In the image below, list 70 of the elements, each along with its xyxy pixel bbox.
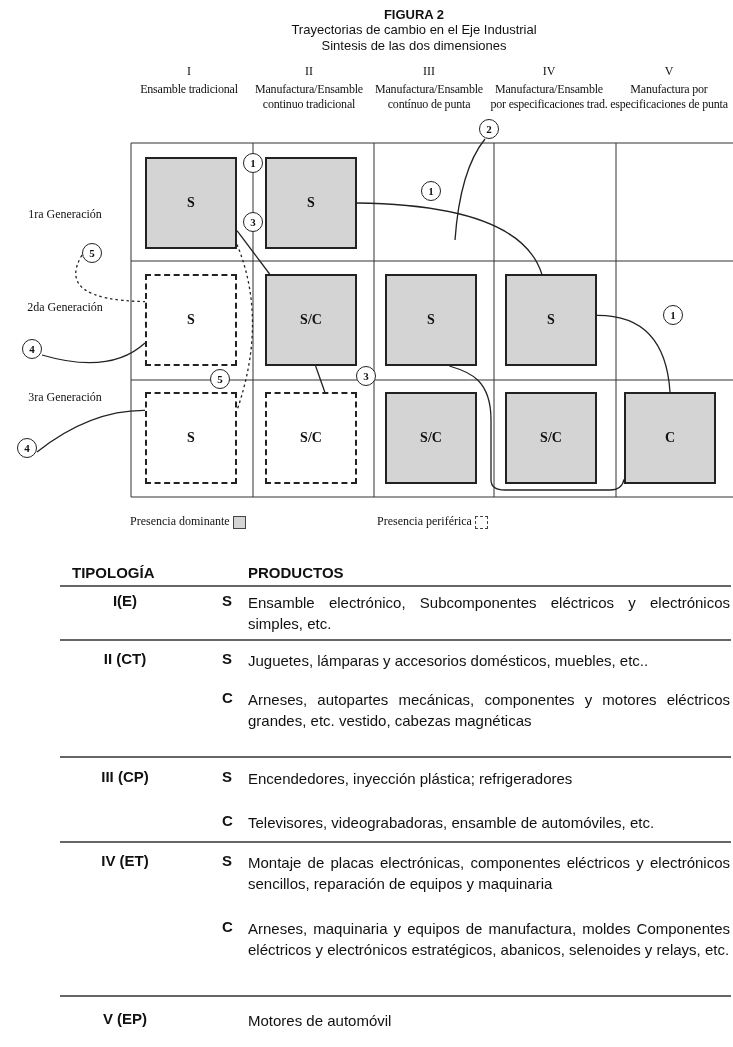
column-header: TIPOLOGÍA (72, 564, 156, 581)
circled-number: 2 (479, 119, 499, 139)
circled-number: 1 (243, 153, 263, 173)
dominant-presence-square: S/C (505, 392, 597, 484)
dominant-presence-square: S (385, 274, 477, 366)
dominant-presence-square: S (505, 274, 597, 366)
subtitle: Sintesis de las dos dimensiones (320, 38, 508, 53)
dominant-presence-square: C (624, 392, 716, 484)
subtitle: Trayectorias de cambio en el Eje Industrial (290, 22, 538, 37)
circled-number: 3 (356, 366, 376, 386)
circled-number: 3 (243, 212, 263, 232)
column-header: Manufactura/Ensamble continuo tradicional (254, 82, 364, 112)
dominant-presence-square: S (145, 157, 237, 249)
connector-line (314, 365, 326, 393)
peripheral-presence-square: S (145, 274, 237, 366)
connector-line (41, 342, 146, 364)
connector-line (356, 202, 543, 275)
circled-number: 4 (22, 339, 42, 359)
connector-line (448, 365, 625, 491)
circled-number: 5 (82, 243, 102, 263)
connector-line (454, 138, 486, 241)
product-list: Motores de automóvil (248, 1010, 730, 1031)
type-code: II (CT) (102, 650, 148, 667)
column-number: V (663, 64, 675, 79)
type-code: III (CP) (100, 768, 150, 785)
column-number: III (422, 64, 436, 79)
category-letter: S (222, 852, 233, 869)
column-number: IV (541, 64, 557, 79)
circled-number: 1 (421, 181, 441, 201)
circled-number: 1 (663, 305, 683, 325)
category-letter: S (222, 768, 233, 785)
category-letter: C (222, 918, 234, 935)
dominant-presence-square: S/C (265, 274, 357, 366)
row-header: 1ra Generación (27, 207, 103, 222)
category-letter: S (222, 650, 233, 667)
category-letter: S (222, 592, 233, 609)
peripheral-presence-square: S (145, 392, 237, 484)
row-header: 2da Generación (26, 300, 104, 315)
column-header: Ensamble tradicional (139, 82, 239, 97)
category-letter: C (222, 689, 234, 706)
product-list: Montaje de placas electrónicas, componentes eléctricos y electrónicos sencillos, reparación de equipos y maquinaria (248, 852, 730, 894)
connector-line (596, 314, 671, 393)
legend-label: Presencia periférica (377, 514, 472, 528)
connector-line (36, 409, 146, 453)
product-list: Juguetes, lámparas y accesorios domésticos, muebles, etc.. (248, 650, 730, 671)
column-header: Manufactura/Ensamble por especificaciones trad. (490, 82, 608, 112)
row-header: 3ra Generación (27, 390, 103, 405)
dotted-connector (75, 254, 146, 303)
product-list: Televisores, videograbadoras, ensamble de automóviles, etc. (248, 812, 730, 833)
type-code: V (EP) (101, 1010, 149, 1027)
product-list: Arneses, maquinaria y equipos de manufactura, moldes Componentes eléctricos y electrónicos estratégicos, abanicos, selenoides y relays, etc. (248, 918, 730, 960)
circled-number: 5 (210, 369, 230, 389)
dominant-presence-square: S/C (385, 392, 477, 484)
category-letter: C (222, 812, 234, 829)
type-code: IV (ET) (100, 852, 150, 869)
product-list: Encendedores, inyección plástica; refrigeradores (248, 768, 730, 789)
product-list: Arneses, autopartes mecánicas, componentes y motores eléctricos grandes, etc. vestido, cabezas magnéticas (248, 689, 730, 731)
legend-label: Presencia dominante (130, 514, 230, 528)
figure-title: FIGURA 2 (382, 7, 446, 22)
dominant-presence-square: S (265, 157, 357, 249)
circled-number: 4 (17, 438, 37, 458)
column-header: PRODUCTOS (248, 564, 345, 581)
connector-line (236, 229, 271, 275)
column-header: Manufactura/Ensamble contínuo de punta (374, 82, 484, 112)
column-number: II (304, 64, 314, 79)
column-number: I (186, 64, 192, 79)
type-code: I(E) (111, 592, 139, 609)
product-list: Ensamble electrónico, Subcomponentes eléctricos y electrónicos simples, etc. (248, 592, 730, 634)
peripheral-presence-square: S/C (265, 392, 357, 484)
column-header: Manufactura por especificaciones de punta (610, 82, 728, 112)
